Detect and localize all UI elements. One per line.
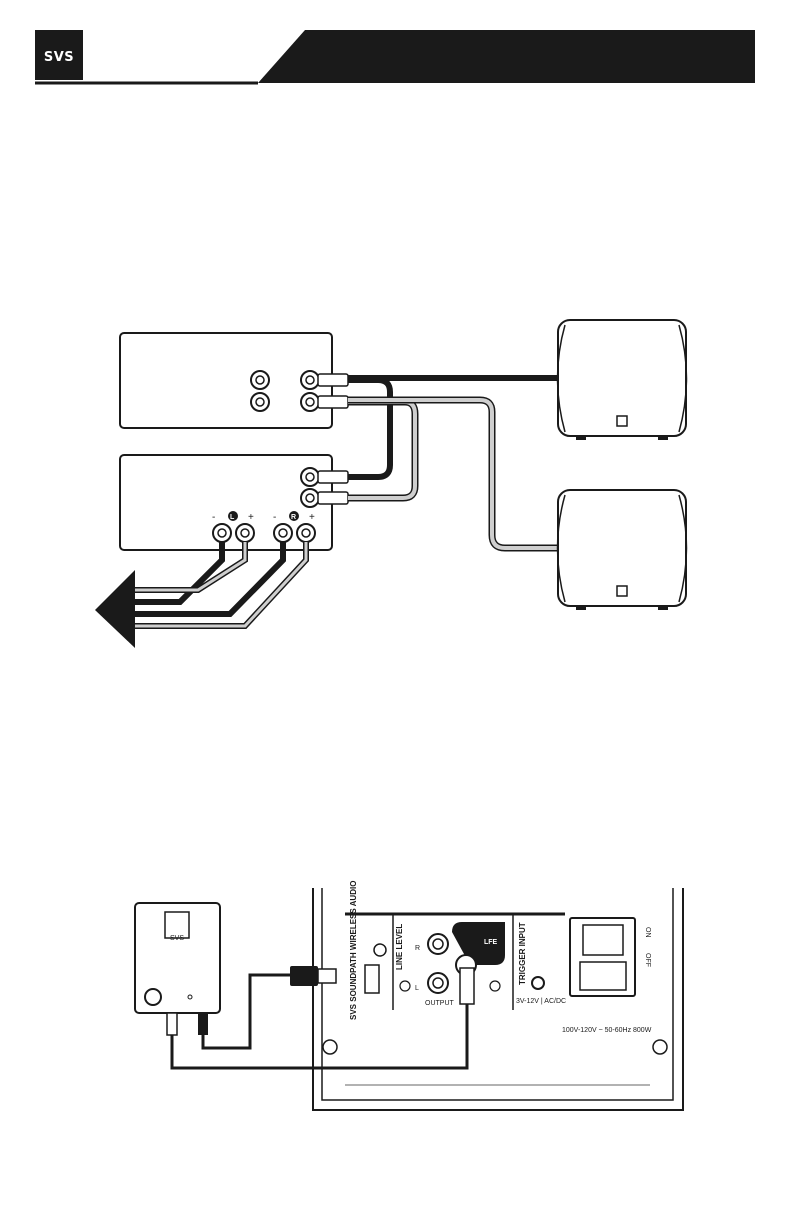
adapter-jack <box>145 989 161 1005</box>
terminal-left-label: L <box>230 514 235 521</box>
terminal-minus-right: - <box>273 512 276 523</box>
wireless-adapter-section-label: SVS SOUNDPATH WIRELESS AUDIO ADAPTER <box>349 880 358 1020</box>
header-band <box>0 0 793 90</box>
brand-logo-text: SVS <box>35 50 83 65</box>
gray-cable-loop <box>348 402 415 498</box>
adapter-brand: SVS <box>170 935 184 942</box>
panel-screw-right <box>653 1040 667 1054</box>
subwoofer-1 <box>558 320 687 440</box>
power-switch <box>583 925 623 955</box>
header-dark-band <box>258 30 755 83</box>
r-label: R <box>415 945 420 952</box>
trigger-input-label: TRIGGER INPUT <box>518 922 527 985</box>
lfe-label: LFE <box>484 939 498 946</box>
arrow-to-speakers <box>95 570 135 648</box>
line-level-section-label: LINE LEVEL <box>395 924 404 970</box>
dual-subwoofer-wiring-diagram: - L + - R + <box>0 300 793 660</box>
panel-screw-icon <box>374 944 386 956</box>
black-cable-loop <box>348 380 390 477</box>
switch-off-label: OFF <box>644 953 651 967</box>
subwoofer-2 <box>558 490 687 610</box>
l-label: L <box>415 985 419 992</box>
output-label: OUTPUT <box>425 1000 455 1007</box>
panel-screw-left <box>323 1040 337 1054</box>
usb-port <box>365 965 379 993</box>
usb-connector <box>318 969 336 983</box>
subwoofer-2-logo-icon <box>617 586 627 596</box>
page-header: SVS <box>0 0 793 90</box>
power-spec: 100V-120V ~ 50-60Hz 800W <box>562 1027 652 1034</box>
wireless-adapter-connection-diagram: SVS SOUNDPATH WIRELESS AUDIO ADAPTER LIN… <box>0 880 793 1120</box>
terminal-plus-left: + <box>248 512 254 523</box>
terminal-plus-right: + <box>309 512 315 523</box>
speaker-wires <box>135 542 306 626</box>
trigger-spec: 3V-12V | AC/DC <box>516 998 566 1005</box>
terminal-right-label: R <box>291 514 296 521</box>
subwoofer-1-logo-icon <box>617 416 627 426</box>
gray-cable-loop-outline <box>348 402 415 498</box>
lfe-rca-plug <box>460 968 474 1004</box>
usb-plug <box>290 966 318 986</box>
soundpath-wireless-adapter <box>135 903 220 1035</box>
terminal-minus-left: - <box>212 512 215 523</box>
switch-on-label: ON <box>644 927 651 938</box>
trigger-jack <box>532 977 544 989</box>
power-inlet <box>580 962 626 990</box>
